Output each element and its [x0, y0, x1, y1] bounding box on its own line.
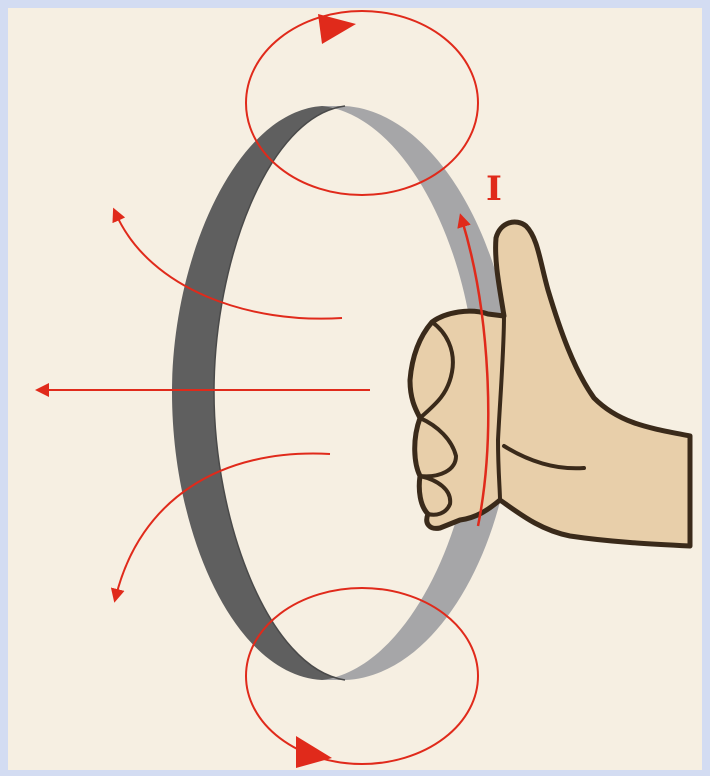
bottom-loop-arrow-icon — [296, 736, 332, 768]
right-hand-rule-diagram: I — [8, 8, 702, 770]
diagram-canvas: I — [8, 8, 702, 770]
current-label: I — [486, 169, 502, 209]
top-loop-arrow-icon — [318, 14, 356, 44]
right-hand-icon — [410, 222, 690, 546]
